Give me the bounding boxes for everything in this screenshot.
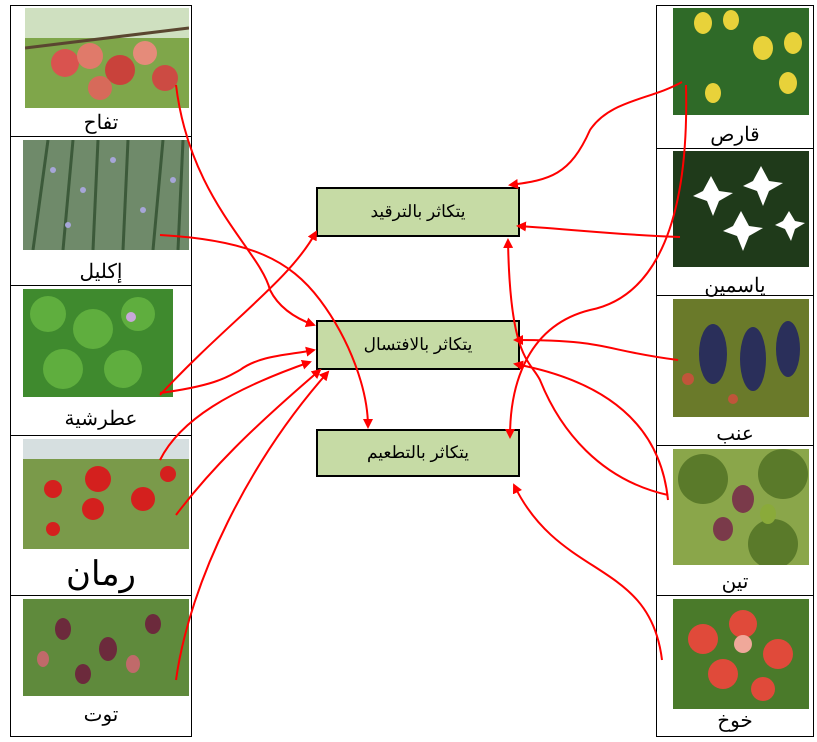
right-plant-column: قارص ياسمين عنب تين خوخ bbox=[656, 5, 814, 737]
lemon-tree-photo bbox=[673, 8, 809, 115]
plant-cell-mulberry: توت bbox=[11, 596, 191, 736]
peach-photo bbox=[673, 599, 809, 709]
fig-photo bbox=[673, 449, 809, 565]
plant-label-lemon: قارص bbox=[710, 124, 760, 146]
plant-cell-apple: تفاح bbox=[11, 6, 191, 137]
apple-tree-photo bbox=[25, 8, 189, 108]
arrow-fig-2 bbox=[513, 360, 669, 501]
geranium-photo bbox=[23, 289, 173, 397]
plant-cell-geranium: عطرشية bbox=[11, 286, 191, 436]
plant-cell-rosemary: إكليل bbox=[11, 137, 191, 286]
method-box-cuttings: يتكاثر بالافتسال bbox=[316, 320, 520, 370]
plant-cell-peach: خوخ bbox=[657, 596, 813, 736]
left-plant-column: تفاح إكليل عطرشية رمان توت bbox=[10, 5, 192, 737]
plant-label-mulberry: توت bbox=[83, 704, 119, 726]
plant-cell-grape: عنب bbox=[657, 296, 813, 446]
grape-vine-photo bbox=[673, 299, 809, 417]
rosemary-photo bbox=[23, 140, 189, 250]
arrow-apple bbox=[175, 84, 316, 328]
jasmine-photo bbox=[673, 151, 809, 267]
plant-label-rosemary: إكليل bbox=[79, 261, 123, 283]
pomegranate-photo bbox=[23, 439, 189, 549]
plant-label-apple: تفاح bbox=[83, 112, 119, 134]
plant-cell-jasmine: ياسمين bbox=[657, 149, 813, 297]
plant-label-peach: خوخ bbox=[717, 710, 753, 732]
plant-cell-lemon: قارص bbox=[657, 6, 813, 149]
plant-label-jasmine: ياسمين bbox=[704, 275, 766, 297]
plant-label-fig: تين bbox=[721, 571, 749, 593]
method-box-layering: يتكاثر بالترقيد bbox=[316, 187, 520, 237]
plant-label-grape: عنب bbox=[716, 423, 754, 445]
arrow-grape bbox=[513, 335, 679, 361]
method-box-grafting: يتكاثر بالتطعيم bbox=[316, 429, 520, 477]
arrow-mulberry bbox=[175, 370, 330, 681]
arrow-peach bbox=[512, 483, 663, 661]
arrow-pomegranate-2 bbox=[175, 368, 322, 516]
plant-cell-fig: تين bbox=[657, 446, 813, 596]
plant-label-geranium: عطرشية bbox=[64, 408, 138, 430]
plant-cell-pomegranate: رمان bbox=[11, 436, 191, 596]
plant-label-pomegranate: رمان bbox=[66, 555, 136, 593]
arrow-fig-1 bbox=[503, 238, 669, 496]
mulberry-photo bbox=[23, 599, 189, 696]
